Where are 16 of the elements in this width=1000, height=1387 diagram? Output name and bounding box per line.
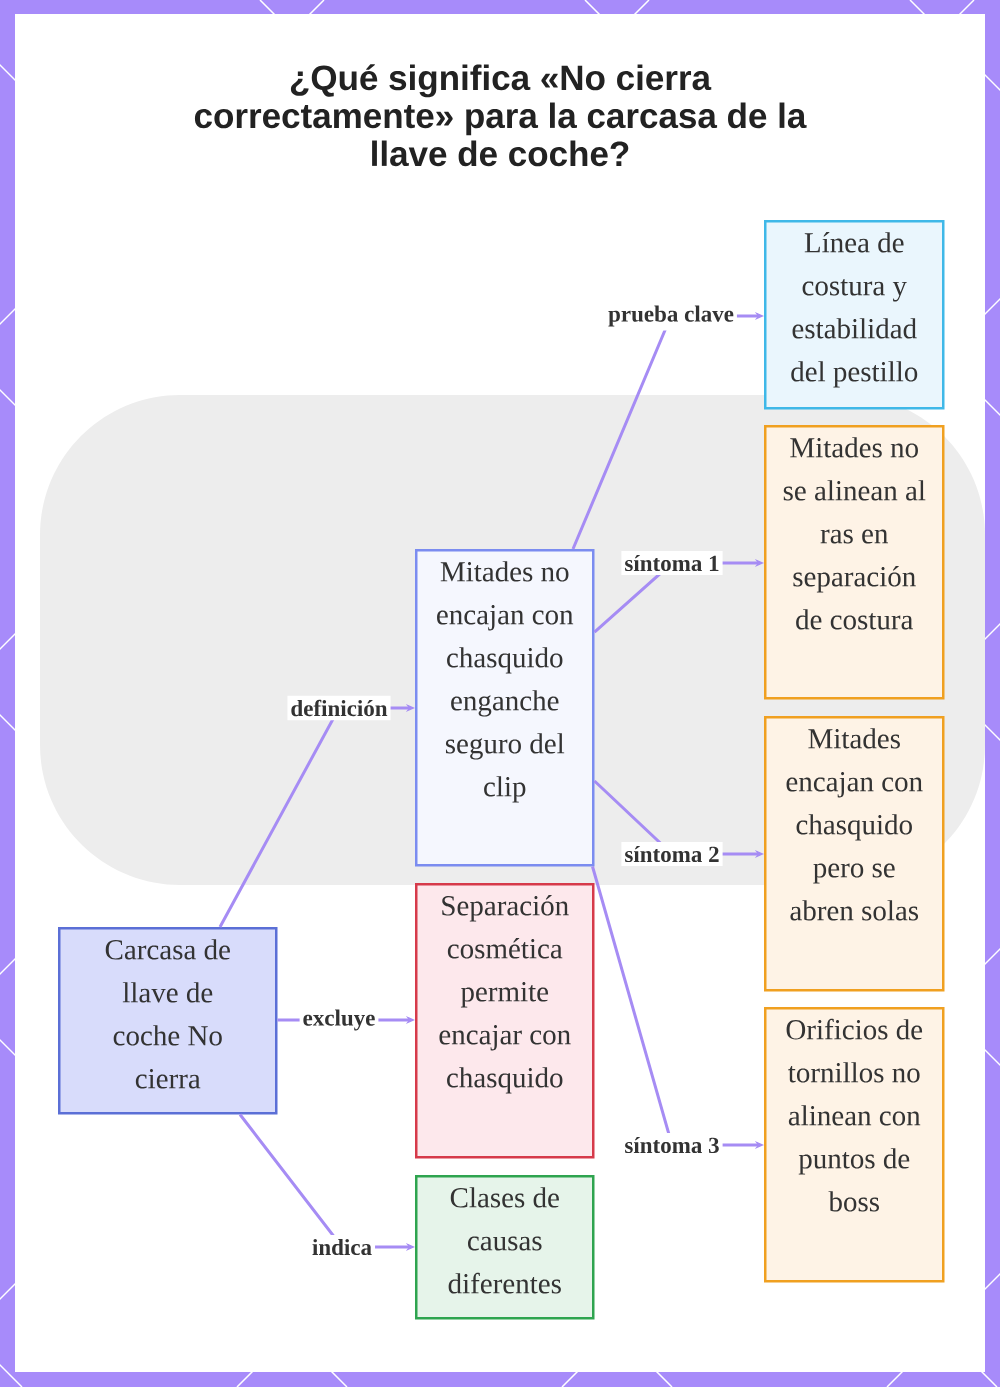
text-box: Mitades encajan con chasquido pero se abren solas bbox=[764, 716, 945, 992]
text-box: Carcasa de llave de coche No cierra bbox=[58, 927, 278, 1115]
text-box: Mitades no se alinean al ras en separación de costura bbox=[764, 425, 945, 700]
edge-label: prueba clave bbox=[605, 301, 737, 331]
edge-label: síntoma 2 bbox=[621, 841, 723, 867]
edge-label: indica bbox=[308, 1234, 376, 1260]
text-box: Línea de costura y estabilidad del pestillo bbox=[764, 220, 945, 410]
edge-label: excluye bbox=[299, 1005, 379, 1035]
edge-label: síntoma 1 bbox=[621, 550, 723, 576]
text-box: Orificios de tornillos no alinean con puntos de boss bbox=[764, 1007, 945, 1283]
text-box: Clases de causas diferentes bbox=[415, 1175, 595, 1320]
text-box: Mitades no encajan con chasquido enganche seguro del clip bbox=[415, 549, 595, 867]
text-box: Separación cosmética permite encajar con chasquido bbox=[415, 883, 595, 1159]
edge-label: definición bbox=[287, 695, 391, 721]
edge-label: síntoma 3 bbox=[621, 1132, 723, 1158]
title: ¿Qué significa «No cierra correctamente» para la carcasa de la llave de coche? bbox=[194, 64, 807, 167]
